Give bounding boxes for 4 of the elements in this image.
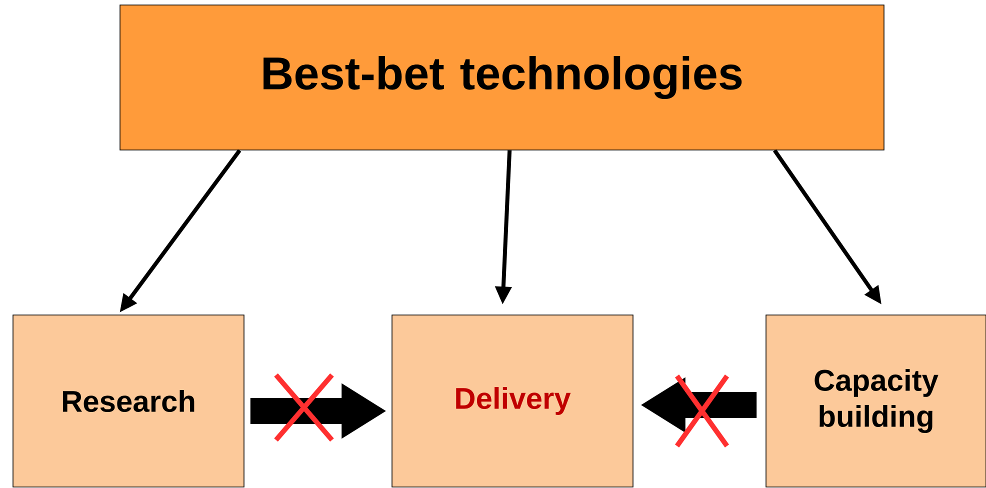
topic-box: Delivery: [392, 314, 634, 488]
title-box: Best-bet technologies: [120, 4, 884, 150]
topic-box: Capacity building: [766, 314, 986, 488]
topic-box: Research: [12, 314, 244, 488]
